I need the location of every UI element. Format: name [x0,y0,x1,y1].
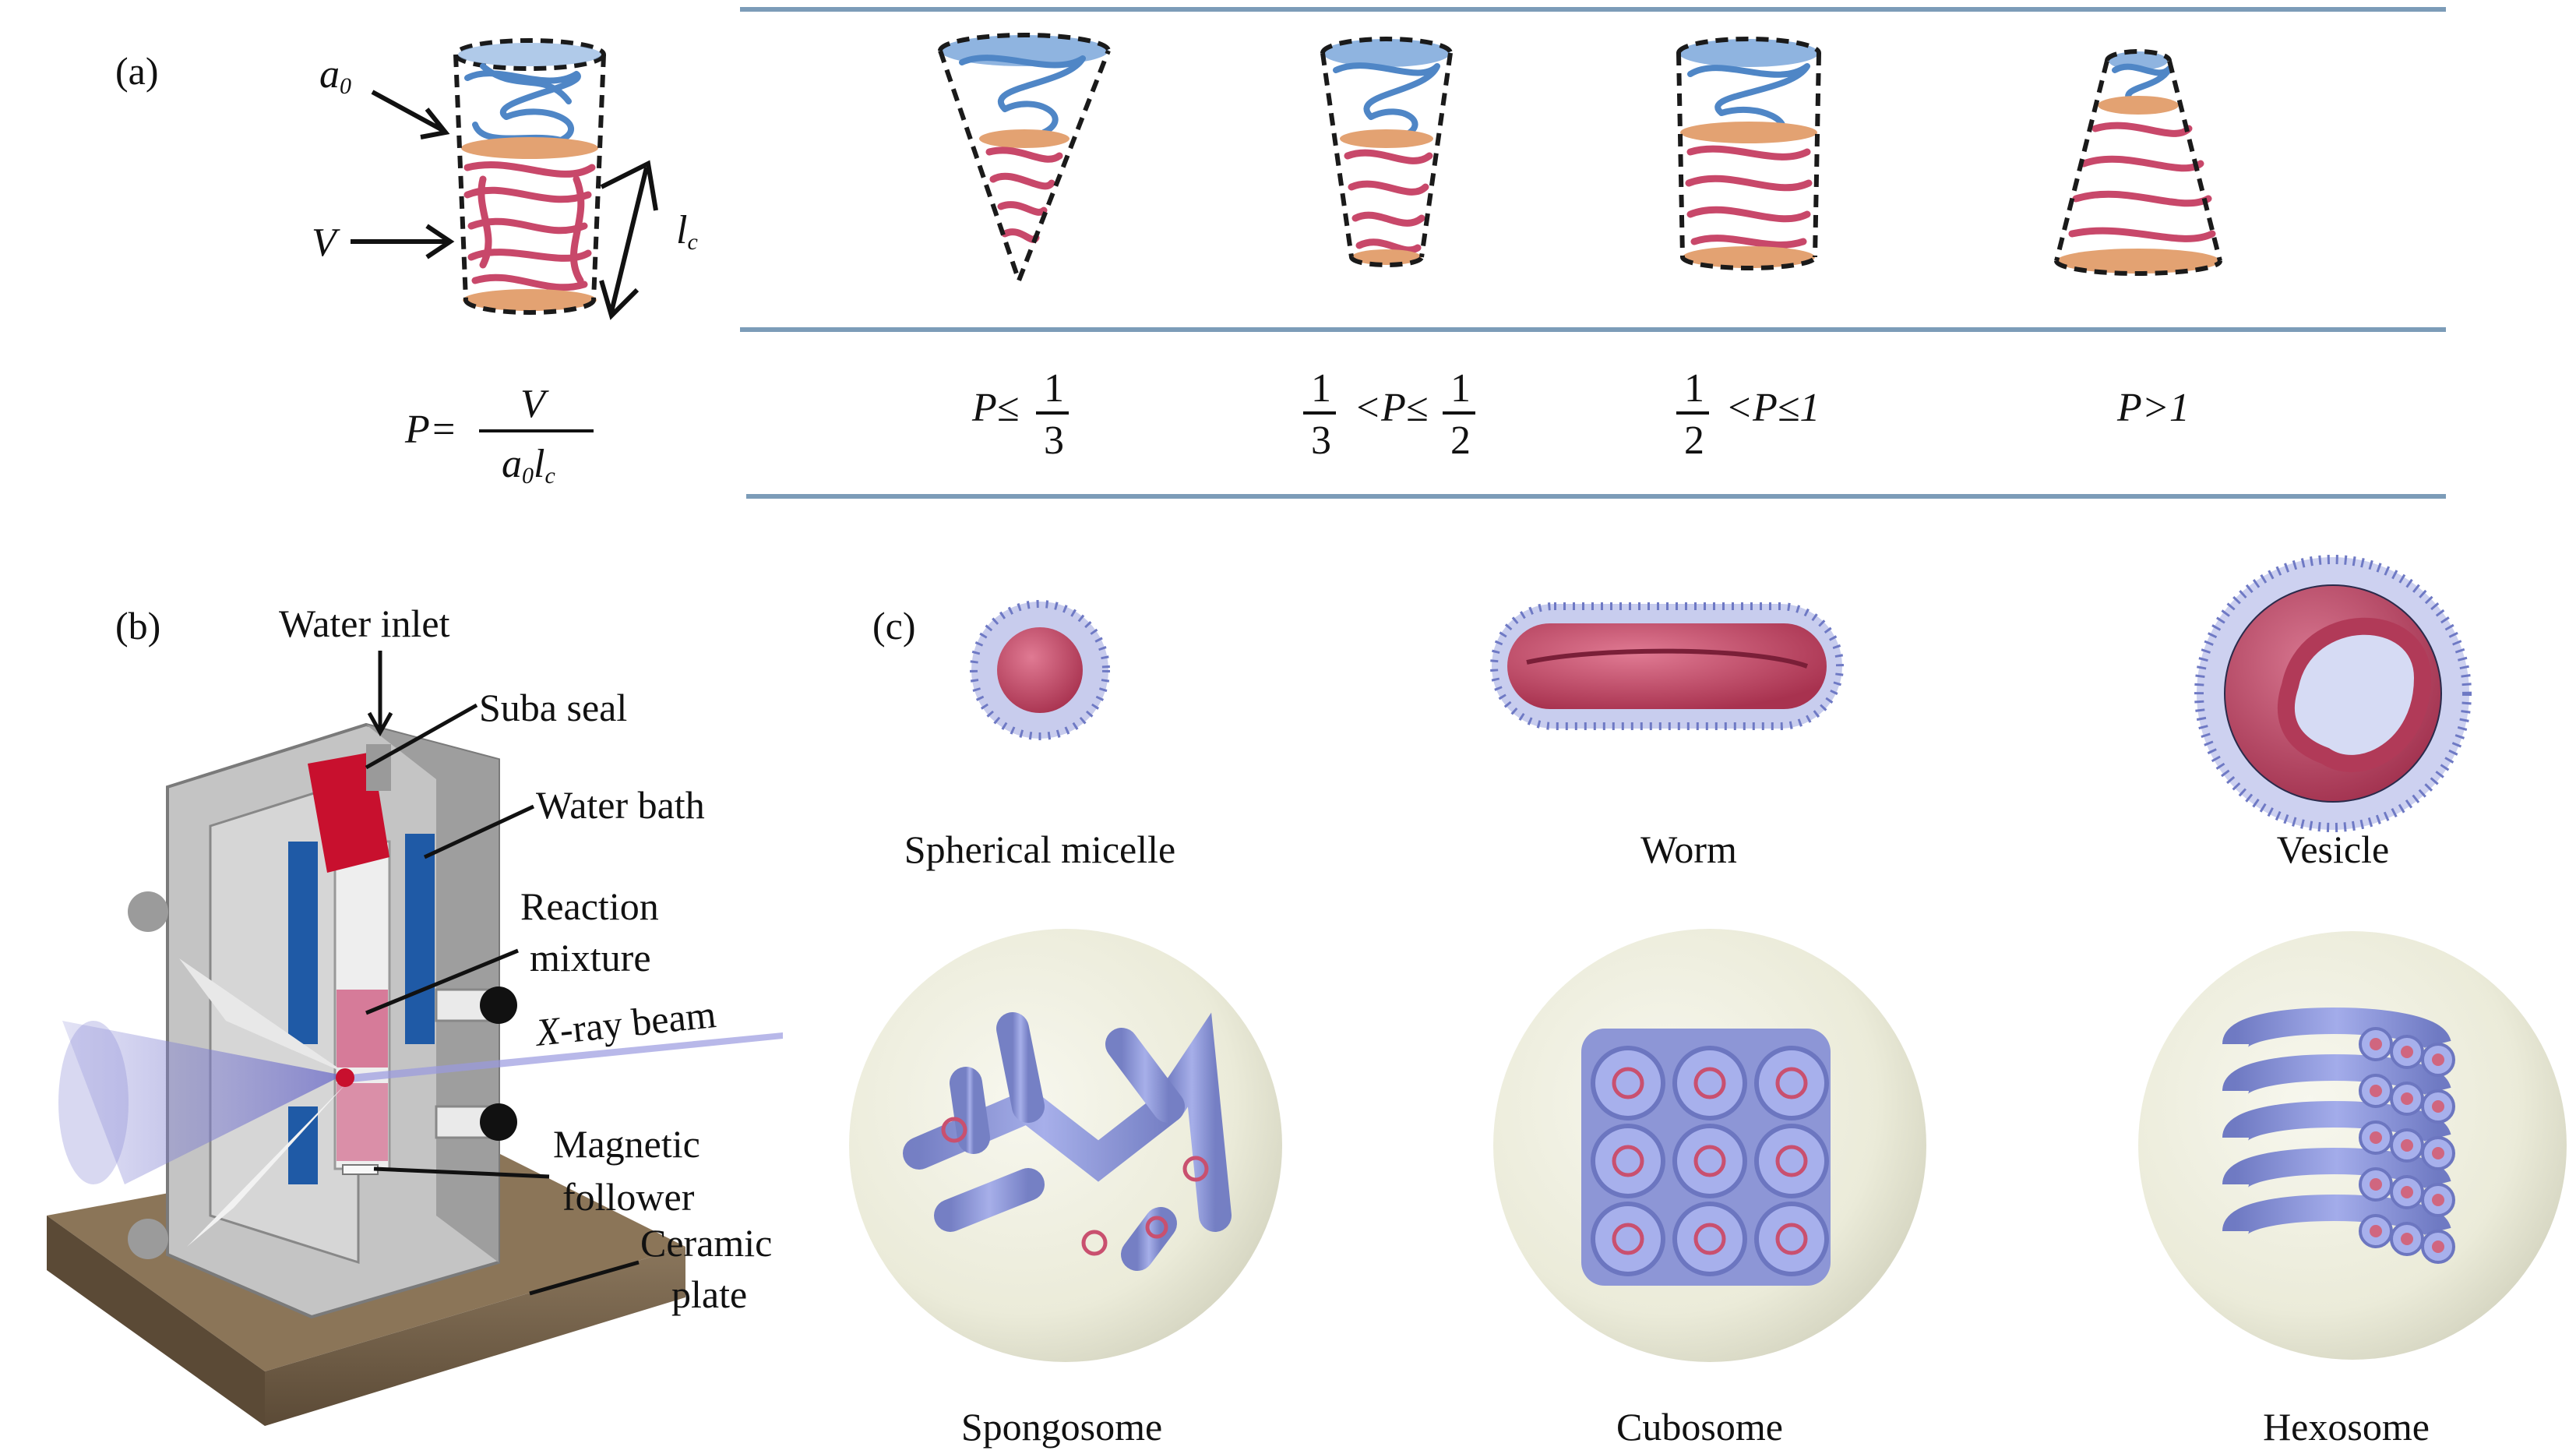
molecule-cylinder-2 [1676,37,1821,270]
hexosome [2138,931,2567,1360]
label-hexosome: Hexosome [2263,1405,2430,1449]
label-vesicle: Vesicle [2277,828,2389,871]
label-suba-seal: Suba seal [479,686,627,729]
svg-text:1: 1 [1450,366,1471,411]
range-3: 1 2 <P≤1 [1676,366,1820,463]
leader-magnetic [373,1166,550,1179]
label-ceramic-1: Ceramic [640,1221,772,1265]
svg-text:3: 3 [1044,418,1064,463]
packing-formula: P= V a0lc [404,382,594,489]
panel-c-label: (c) [872,604,916,648]
label-reaction-2: mixture [530,936,651,979]
label-water-inlet: Water inlet [279,602,450,645]
leader-reaction [365,948,519,1015]
cubosome [1493,929,1926,1362]
molecule-cone [938,33,1111,288]
arrow-v [351,224,455,259]
symbol-v: V [312,221,340,265]
svg-text:1: 1 [1684,366,1704,411]
range-2: 1 3 <P≤ 1 2 [1303,366,1475,463]
label-cubosome: Cubosome [1616,1405,1783,1449]
leader-water-bath [423,804,535,859]
vesicle [2194,555,2472,832]
molecule-inverted-cone [2054,49,2222,276]
label-worm: Worm [1640,828,1737,871]
range-1: P≤ 1 3 [971,366,1069,463]
svg-text:V: V [520,382,549,426]
svg-text:P≤: P≤ [971,386,1019,430]
svg-text:3: 3 [1311,418,1331,463]
svg-text:2: 2 [1450,418,1471,463]
label-magnetic-2: follower [562,1175,695,1219]
symbol-lc: lc [676,208,698,255]
arrow-lc [599,160,658,320]
label-ceramic-2: plate [671,1272,747,1316]
molecule-cylinder [453,38,606,315]
svg-text:<P≤: <P≤ [1354,386,1428,430]
label-spherical-micelle: Spherical micelle [904,828,1175,871]
reactor-illustration [47,722,783,1426]
leader-suba-seal [365,703,478,770]
leader-ceramic [529,1260,640,1296]
svg-text:<P≤1: <P≤1 [1725,386,1820,430]
range-4: P>1 [2116,386,2190,430]
svg-text:1: 1 [1044,366,1064,411]
panel-b-label: (b) [115,604,160,648]
label-water-bath: Water bath [536,783,705,827]
arrow-a0 [371,90,450,139]
label-reaction-1: Reaction [520,884,659,928]
molecule-truncated-cone [1320,37,1453,267]
svg-text:P=: P= [404,408,457,452]
spherical-micelle [970,600,1110,740]
worm-micelle [1490,602,1844,730]
symbol-a0: a0 [319,52,351,99]
spongosome [849,929,1282,1362]
label-magnetic-1: Magnetic [553,1122,700,1166]
panel-a-label: (a) [115,49,159,93]
svg-text:2: 2 [1684,418,1704,463]
leader-water-inlet [367,651,393,737]
svg-text:a0lc: a0lc [502,442,555,489]
label-spongosome: Spongosome [961,1405,1162,1449]
svg-text:1: 1 [1311,366,1331,411]
